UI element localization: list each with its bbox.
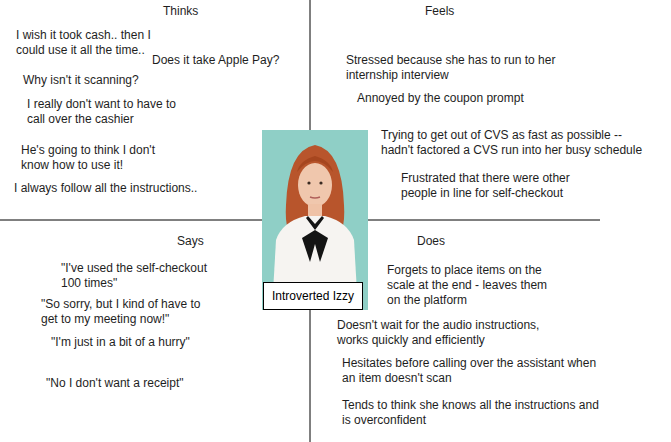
thought-note: I wish it took cash.. then I could use i… bbox=[16, 28, 166, 58]
quote-note: "No I don't want a receipt" bbox=[46, 376, 256, 391]
feeling-note: Stressed because she has to run to her i… bbox=[346, 53, 568, 83]
thought-note: Does it take Apple Pay? bbox=[152, 53, 292, 68]
thought-note: I always follow all the instructions.. bbox=[14, 181, 229, 196]
feeling-note: Annoyed by the coupon prompt bbox=[357, 91, 557, 106]
thought-note: He's going to think I don't know how to … bbox=[21, 143, 171, 173]
feeling-note: Frustrated that there were other people … bbox=[401, 171, 586, 201]
quadrant-heading: Feels bbox=[425, 4, 505, 19]
thought-note: Why isn't it scanning? bbox=[23, 73, 173, 88]
quote-note: "I'm just in a bit of a hurry" bbox=[51, 335, 261, 350]
quadrant-heading: Does bbox=[417, 234, 497, 249]
persona-name-box: Introverted Izzy bbox=[263, 282, 363, 310]
quote-note: "So sorry, but I kind of have to get to … bbox=[41, 297, 203, 327]
action-note: Forgets to place items on the scale at t… bbox=[387, 263, 559, 308]
action-note: Hesitates before calling over the assist… bbox=[342, 356, 600, 386]
quadrant-heading: Thinks bbox=[163, 4, 243, 19]
action-note: Tends to think she knows all the instruc… bbox=[342, 398, 610, 428]
persona-name: Introverted Izzy bbox=[272, 289, 354, 304]
feeling-note: Trying to get out of CVS as fast as poss… bbox=[381, 128, 653, 158]
quote-note: "I've used the self-checkout 100 times" bbox=[61, 261, 221, 291]
persona-photo bbox=[262, 130, 368, 310]
quadrant-heading: Says bbox=[177, 234, 257, 249]
thought-note: I really don't want to have to call over… bbox=[27, 97, 187, 127]
action-note: Doesn't wait for the audio instructions,… bbox=[337, 318, 559, 348]
